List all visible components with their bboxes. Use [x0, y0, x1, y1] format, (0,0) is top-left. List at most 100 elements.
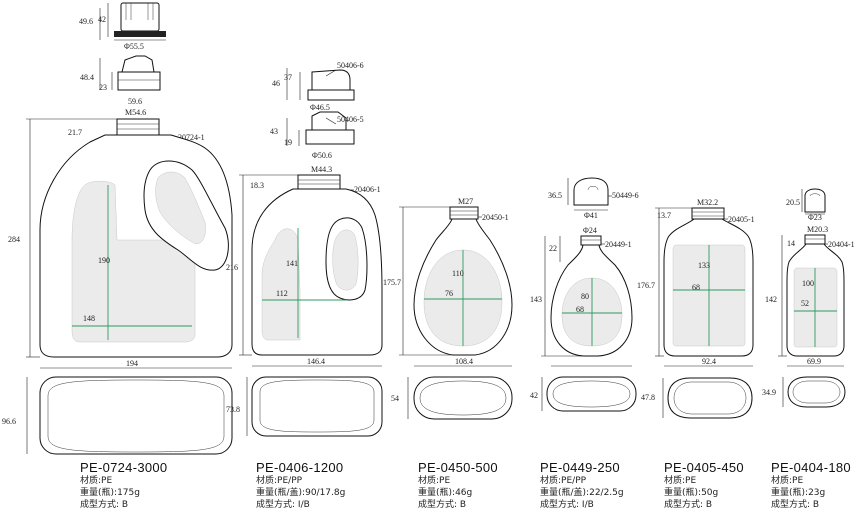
product-card-4: PE-0449-250 材质:PE/PP 重量(瓶/盖):22/2.5g 成型方… — [540, 460, 680, 511]
product-5-label-width: 68 — [692, 283, 700, 292]
product-4-flip-cap — [573, 177, 609, 206]
product-6-closure-height: 20.5 — [786, 198, 800, 207]
product-3-height: 175.7 — [383, 278, 401, 287]
product-2-height: 216 — [226, 263, 238, 272]
product-card-3: PE-0450-500 材质:PE 重量(瓶):46g 成型方式: B — [418, 460, 558, 511]
product-5-depth: 47.8 — [641, 393, 655, 402]
product-1-closure2-diameter: 59.6 — [128, 97, 142, 106]
weight-value: 90/17.8g — [305, 488, 346, 498]
method-label: 成型方式: — [540, 500, 580, 510]
product-card-2: PE-0406-1200 材质:PE/PP 重量(瓶/盖):90/17.8g 成… — [256, 460, 396, 511]
weight-value: 22/2.5g — [589, 488, 624, 498]
method-label: 成型方式: — [771, 500, 811, 510]
product-2-closure1-code: 50406-6 — [337, 61, 364, 70]
material-label: 材质: — [418, 476, 440, 486]
product-4-neck-height: 22 — [549, 244, 557, 253]
product-1-label-width: 148 — [83, 314, 95, 323]
method-value: B — [705, 500, 713, 510]
product-6-bottom-view — [787, 376, 846, 408]
method-label: 成型方式: — [664, 500, 704, 510]
product-1-closure2-height: 23 — [99, 83, 107, 92]
product-2-bottom-view — [251, 376, 383, 437]
weight-value: 175g — [117, 488, 140, 498]
product-3-neck-thread: M27 — [458, 197, 473, 206]
product-1-neck-thread: M54.6 — [125, 108, 146, 117]
product-6-neck-height: 14 — [787, 239, 795, 248]
product-6-closure-diameter: Φ23 — [808, 213, 822, 222]
product-6-flip-cap — [804, 188, 826, 213]
product-2-label-width: 112 — [276, 289, 288, 298]
product-model: PE-0449-250 — [540, 460, 620, 475]
weight-label: 重量(瓶): — [418, 488, 456, 498]
method-value: B — [121, 500, 129, 510]
weight-label: 重量(瓶/盖): — [256, 488, 306, 498]
product-5-bottom-view — [667, 377, 753, 419]
product-6-drawing: 20.5 Φ23 M20.3 14 20404-1 100 52 142 69.… — [762, 188, 855, 408]
product-1-spout — [117, 55, 161, 91]
product-1-cap-code: 20724-1 — [178, 133, 205, 142]
product-6-label-area — [793, 267, 838, 348]
product-1-depth: 96.6 — [2, 417, 16, 426]
product-card-1: PE-0724-3000 材质:PE 重量(瓶):175g 成型方式: B — [80, 460, 220, 511]
material-label: 材质: — [664, 476, 686, 486]
product-3-cap-code: 20450-1 — [482, 213, 509, 222]
product-2-closure1-diameter: Φ46.5 — [310, 103, 330, 112]
product-2-handle-height: 141 — [286, 259, 298, 268]
product-6-neck-thread: M20.3 — [807, 225, 828, 234]
product-3-handle-height: 110 — [452, 269, 464, 278]
product-model: PE-0724-3000 — [80, 460, 168, 475]
product-3-bottom-view — [413, 376, 513, 420]
product-4-closure-height: 36.5 — [548, 191, 562, 200]
product-5-cap-code: 20405-1 — [728, 215, 755, 224]
weight-label: 重量(瓶): — [771, 488, 809, 498]
material-label: 材质: — [256, 476, 278, 486]
product-4-depth: 42 — [530, 391, 538, 400]
product-1-width: 194 — [126, 359, 138, 368]
product-2-width: 146.4 — [307, 357, 325, 366]
product-2-closure1-total-height: 46 — [272, 79, 280, 88]
product-6-depth: 34.9 — [762, 388, 776, 397]
product-3-width: 108.4 — [455, 357, 473, 366]
product-3-drawing: M27 20450-1 110 76 175.7 108.4 54 — [383, 197, 513, 420]
product-5-handle-height: 133 — [698, 261, 710, 270]
product-3-label-width: 76 — [445, 289, 453, 298]
product-model: PE-0406-1200 — [256, 460, 344, 475]
product-4-cap-code: 20449-1 — [605, 240, 632, 249]
product-4-neck-thread: Φ24 — [583, 226, 597, 235]
product-3-depth: 54 — [391, 394, 399, 403]
material-label: 材质: — [80, 476, 102, 486]
material-label: 材质: — [540, 476, 562, 486]
product-5-neck-thread: M32.2 — [697, 198, 718, 207]
product-2-cap-top — [307, 69, 355, 101]
product-1-closure1-height: 42 — [98, 15, 106, 24]
product-model: PE-0405-450 — [664, 460, 744, 475]
product-4-drawing: 36.5 50449-6 Φ41 Φ24 20449-1 22 80 68 14… — [530, 177, 639, 412]
product-4-closure-diameter: Φ41 — [584, 211, 598, 220]
method-value: B — [459, 500, 467, 510]
product-1-height: 284 — [8, 235, 20, 244]
product-6-handle-height: 100 — [802, 279, 814, 288]
product-2-closure2-total-height: 43 — [270, 127, 278, 136]
product-1-handle-height: 190 — [98, 256, 110, 265]
product-2-spout — [305, 111, 355, 145]
material-value: PE/PP — [277, 476, 303, 486]
product-4-bottom-view — [546, 376, 637, 412]
product-1-neck-height: 21.7 — [68, 128, 82, 137]
product-2-drawing: 46 37 50406-6 Φ46.5 43 19 50406-5 Φ50.6 … — [226, 61, 383, 437]
product-5-height: 176.7 — [637, 281, 655, 290]
product-6-width: 69.9 — [807, 357, 821, 366]
product-2-closure2-diameter: Φ50.6 — [312, 151, 332, 160]
product-4-height: 143 — [530, 295, 542, 304]
product-1-closure1-diameter: Φ55.5 — [124, 42, 144, 51]
weight-label: 重量(瓶/盖): — [540, 488, 590, 498]
weight-label: 重量(瓶): — [80, 488, 118, 498]
product-6-cap-code: 20404-1 — [828, 240, 855, 249]
material-value: PE/PP — [561, 476, 587, 486]
product-2-neck-thread: M44.3 — [311, 165, 332, 174]
product-1-closure1-total-height: 49.6 — [79, 17, 93, 26]
product-model: PE-0404-180 — [771, 460, 851, 475]
product-2-closure2-height: 19 — [284, 138, 292, 147]
method-label: 成型方式: — [418, 500, 458, 510]
product-4-label-width: 68 — [576, 305, 584, 314]
weight-value: 46g — [455, 488, 473, 498]
